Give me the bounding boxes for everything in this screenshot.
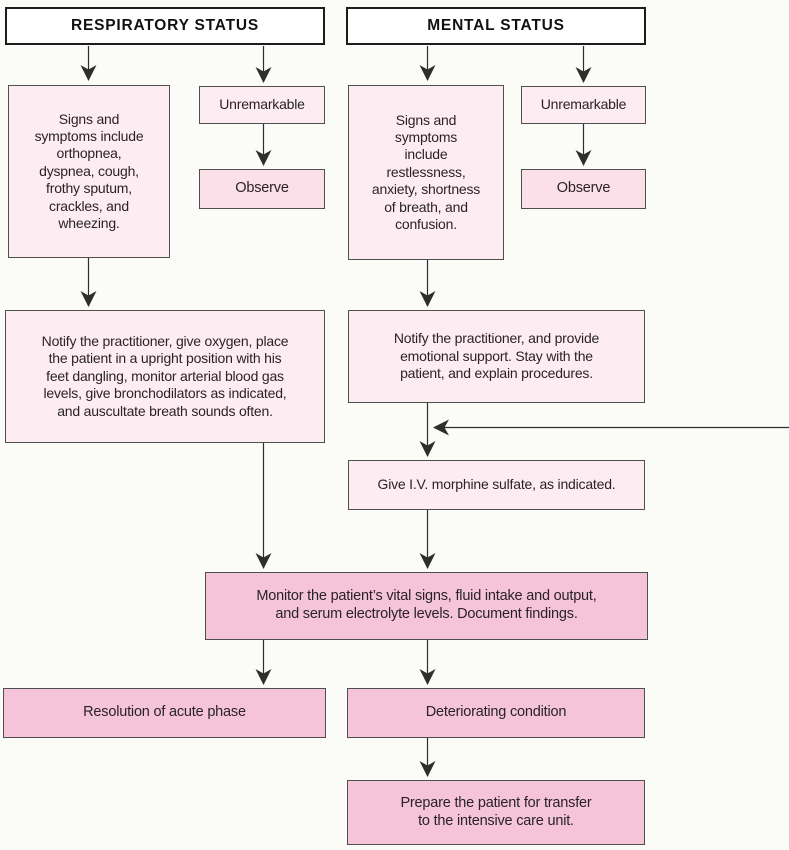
respiratory-unremarkable-box: Unremarkable — [199, 86, 325, 124]
respiratory-status-header: RESPIRATORY STATUS — [5, 7, 325, 45]
monitor-vitals-box: Monitor the patient’s vital signs, fluid… — [205, 572, 648, 640]
respiratory-observe-box: Observe — [199, 169, 325, 209]
deteriorating-condition-box: Deteriorating condition — [347, 688, 645, 738]
resolution-box: Resolution of acute phase — [3, 688, 326, 738]
mental-status-header: MENTAL STATUS — [346, 7, 646, 45]
mental-signs-box: Signs and symptoms include restlessness,… — [348, 85, 504, 260]
prepare-transfer-box: Prepare the patient for transfer to the … — [347, 780, 645, 845]
respiratory-signs-box: Signs and symptoms include orthopnea, dy… — [8, 85, 170, 258]
mental-unremarkable-box: Unremarkable — [521, 86, 646, 124]
mental-intervention-box: Notify the practitioner, and provide emo… — [348, 310, 645, 403]
mental-observe-box: Observe — [521, 169, 646, 209]
respiratory-intervention-box: Notify the practitioner, give oxygen, pl… — [5, 310, 325, 443]
morphine-box: Give I.V. morphine sulfate, as indicated… — [348, 460, 645, 510]
